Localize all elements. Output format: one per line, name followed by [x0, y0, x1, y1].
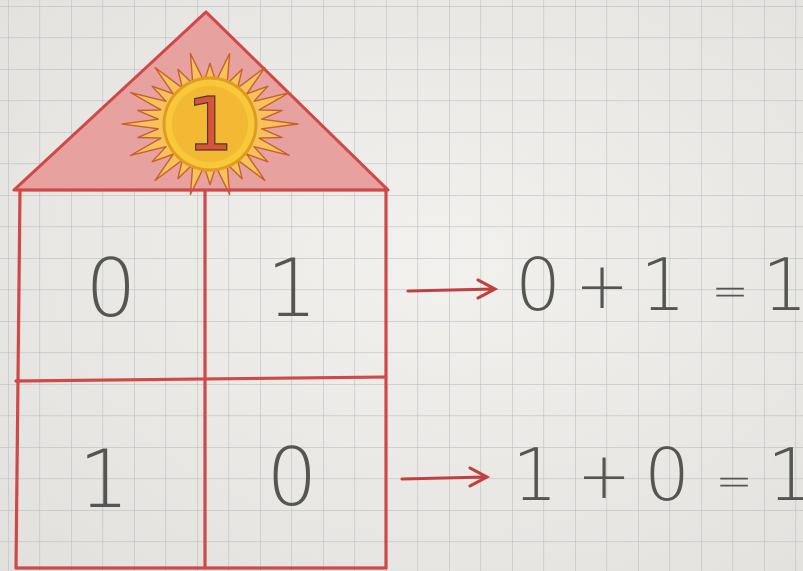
equation-operand-b: 1	[640, 243, 686, 327]
plus-sign: +	[577, 440, 631, 514]
cell-row1-left: 0	[86, 242, 137, 335]
equation-result: 1	[767, 433, 803, 517]
equation-operand-a: 1	[512, 433, 558, 517]
equals-sign: =	[716, 456, 753, 507]
cell-row2-right: 0	[267, 431, 318, 524]
equation-operand-a: 0	[515, 243, 561, 327]
equation-operand-b: 0	[644, 433, 690, 517]
equation-result: 1	[762, 243, 803, 327]
equals-sign: =	[712, 266, 749, 317]
cell-row2-left: 1	[79, 433, 130, 526]
roof-number: 1	[186, 82, 233, 168]
plus-sign: +	[575, 250, 629, 324]
cell-row1-right: 1	[267, 242, 318, 335]
